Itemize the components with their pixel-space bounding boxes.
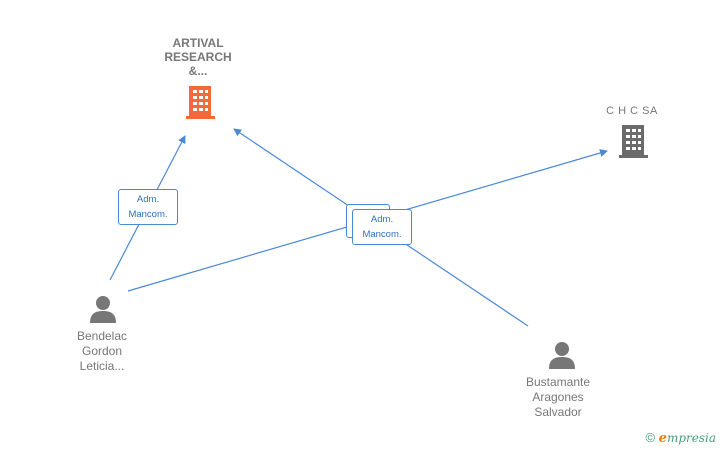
copyright-icon: © <box>645 430 656 445</box>
person-label-line: Gordon <box>81 344 123 358</box>
brand-logo-initial: e <box>658 431 667 446</box>
person-label-bendelac[interactable]: Bendelac Gordon Leticia... <box>52 329 152 374</box>
company-label-line: &... <box>188 64 208 78</box>
person-icon[interactable] <box>88 294 118 324</box>
brand-logo-text: mpresia <box>666 431 716 445</box>
relation-label-line: Adm. <box>370 214 394 225</box>
relation-box-left[interactable]: Adm. Mancom. <box>118 189 178 225</box>
building-icon[interactable] <box>185 84 217 120</box>
person-label-bustamante[interactable]: Bustamante Aragones Salvador <box>508 375 608 420</box>
person-label-line: Aragones <box>532 390 584 404</box>
relation-label-line: Mancom. <box>128 209 168 220</box>
person-label-line: Bendelac <box>76 329 128 343</box>
company-label-artival[interactable]: ARTIVAL RESEARCH &... <box>148 36 248 78</box>
person-label-line: Bustamante <box>525 375 591 389</box>
person-label-line: Leticia... <box>79 359 125 373</box>
relation-label-line: Adm. <box>136 194 160 205</box>
copyright-brand: © empresia <box>645 430 716 446</box>
company-label-chc[interactable]: C H C SA <box>606 105 658 117</box>
building-icon[interactable] <box>618 123 650 159</box>
person-label-line: Salvador <box>534 405 582 419</box>
relation-box-center[interactable]: Adm. Mancom. <box>352 209 412 245</box>
company-label-line: ARTIVAL <box>172 36 224 50</box>
person-icon[interactable] <box>547 340 577 370</box>
company-label-line: RESEARCH <box>164 50 232 64</box>
relation-label-line: Mancom. <box>362 229 402 240</box>
